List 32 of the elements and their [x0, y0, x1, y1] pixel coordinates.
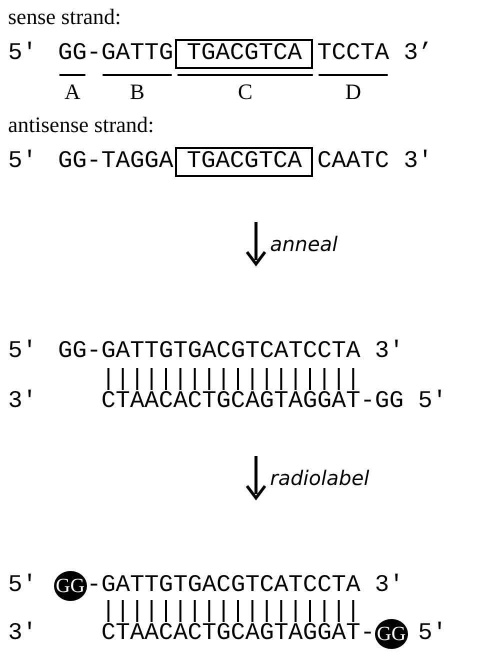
strand-end-label: 5′	[8, 572, 37, 600]
step-label: anneal	[270, 232, 338, 256]
sequence-text: -GATTGTGACGTCATCCTA	[86, 572, 360, 600]
sequence-text: GG-GATTG	[58, 40, 174, 68]
sequence-text: CAATC	[317, 148, 390, 176]
sequence-text: TCCTA	[317, 40, 390, 68]
strand-end-label: 5′	[8, 40, 37, 68]
strand-end-label: 3′	[404, 148, 432, 176]
segment-letter: B	[130, 80, 145, 104]
strand-heading: antisense strand:	[8, 112, 154, 138]
strand-end-label: 3′	[374, 338, 404, 366]
sequence-text: GG-GATTGTGACGTCATCCTA	[58, 338, 360, 366]
strand-end-label: 3’	[404, 40, 432, 68]
strand-end-label: 3′	[8, 620, 37, 648]
radiolabel-marker: GG	[54, 571, 87, 601]
radiolabel-marker: GG	[374, 619, 408, 649]
sequence-text: GG-TAGGA	[58, 148, 174, 176]
strand-heading: sense strand:	[8, 4, 122, 30]
segment-letter: A	[64, 80, 80, 104]
segment-letter: D	[345, 80, 362, 104]
segment-letter: C	[238, 80, 253, 104]
strand-end-label: 5′	[8, 148, 37, 176]
boxed-sequence: TGACGTCA	[175, 39, 314, 69]
boxed-sequence: TGACGTCA	[175, 147, 314, 177]
strand-end-label: 5′	[418, 620, 447, 648]
sequence-text: CTAACACTGCAGTAGGAT-GG	[101, 388, 404, 416]
strand-end-label: 5′	[418, 388, 447, 416]
sequence-text: CTAACACTGCAGTAGGAT-	[101, 620, 375, 648]
strand-end-label: 5′	[8, 338, 37, 366]
strand-end-label: 3′	[374, 572, 404, 600]
step-label: radiolabel	[270, 466, 370, 490]
strand-end-label: 3′	[8, 388, 37, 416]
